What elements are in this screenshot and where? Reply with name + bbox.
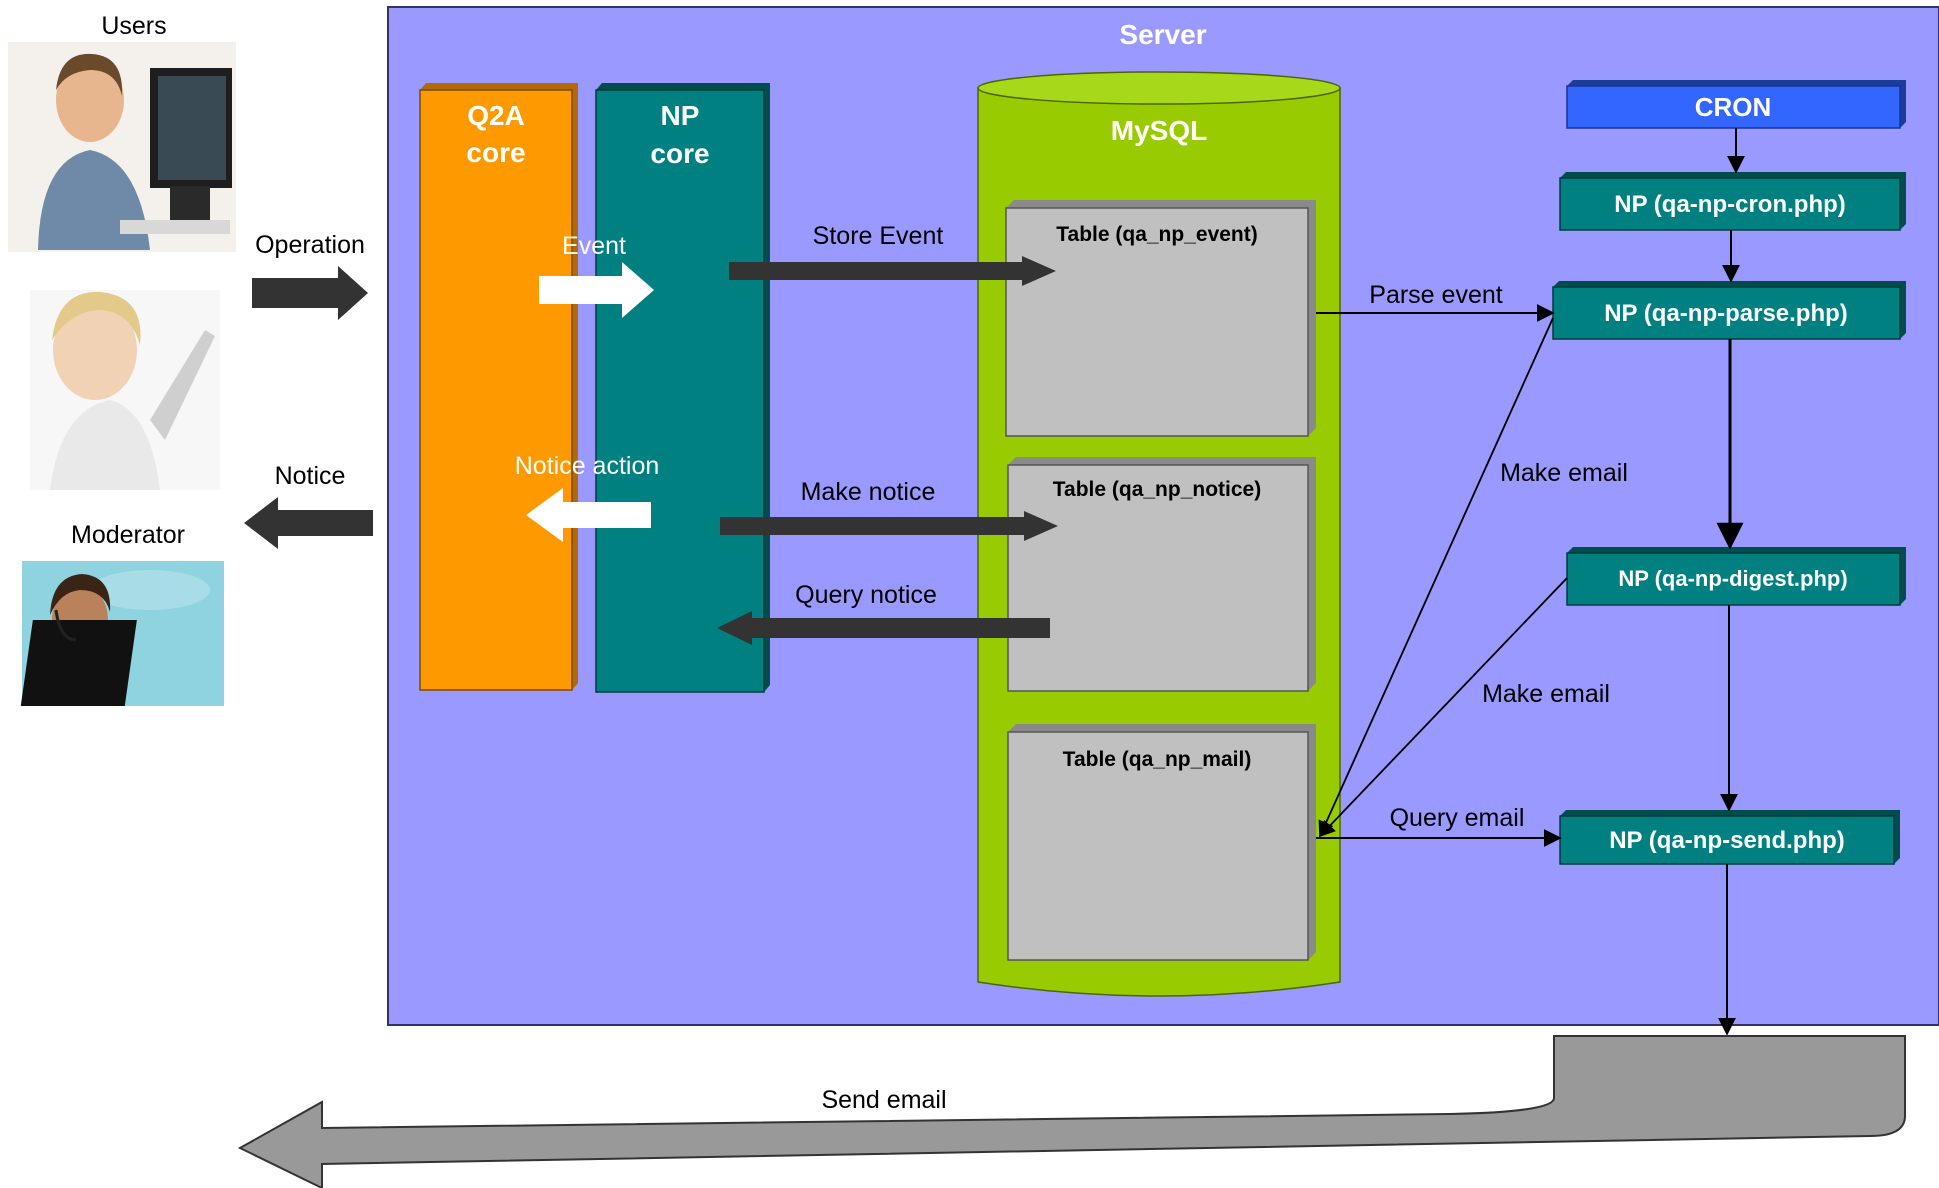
table-event-label: Table (qa_np_event) [1056, 223, 1258, 246]
np-core-title: NP [661, 100, 700, 131]
cron-block: CRON [1566, 80, 1906, 129]
server-label: Server [1119, 19, 1206, 50]
q2a-core-title: Q2A [467, 100, 525, 131]
notice-action-arrow [526, 488, 651, 542]
make-notice-arrow [720, 511, 1058, 541]
np-digest-label: NP (qa-np-digest.php) [1618, 566, 1847, 591]
make-email-label-1: Make email [1500, 459, 1628, 487]
np-core-block: NP core [595, 83, 770, 693]
operation-arrow [252, 266, 368, 320]
make-email-label-2: Make email [1482, 680, 1610, 708]
store-event-arrow [729, 256, 1056, 286]
send-email-arrow [237, 1035, 1906, 1188]
table-notice-label: Table (qa_np_notice) [1053, 478, 1261, 501]
np-parse-label: NP (qa-np-parse.php) [1604, 300, 1848, 327]
store-event-label: Store Event [813, 222, 944, 250]
np-cron-block: NP (qa-np-cron.php) [1559, 172, 1906, 231]
notice-action-label: Notice action [515, 452, 660, 480]
np-parse-block: NP (qa-np-parse.php) [1552, 281, 1906, 340]
moderator-photo [20, 561, 224, 706]
np-send-label: NP (qa-np-send.php) [1609, 827, 1845, 854]
np-digest-block: NP (qa-np-digest.php) [1566, 547, 1906, 606]
query-email-label: Query email [1390, 804, 1525, 832]
query-notice-arrow [717, 611, 1050, 645]
q2a-core-block: Q2A core [419, 83, 578, 691]
event-arrow [539, 262, 654, 318]
event-label: Event [562, 232, 626, 260]
np-core-subtitle: core [650, 138, 709, 169]
send-email-label: Send email [821, 1086, 946, 1114]
users-label: Users [101, 12, 166, 40]
user-photo-2 [30, 290, 220, 490]
table-mail: Table (qa_np_mail) [1007, 724, 1316, 961]
make-notice-label: Make notice [801, 478, 936, 506]
np-send-block: NP (qa-np-send.php) [1559, 810, 1900, 865]
operation-label: Operation [255, 231, 365, 259]
table-mail-label: Table (qa_np_mail) [1063, 748, 1252, 771]
make-email-arrow-2 [1318, 577, 1568, 838]
np-cron-label: NP (qa-np-cron.php) [1614, 191, 1846, 218]
table-notice: Table (qa_np_notice) [1007, 457, 1316, 692]
moderator-label: Moderator [71, 521, 185, 549]
query-notice-label: Query notice [795, 581, 937, 609]
table-event: Table (qa_np_event) [1005, 200, 1316, 437]
cron-label: CRON [1695, 92, 1772, 122]
parse-event-label: Parse event [1369, 281, 1502, 309]
notice-label: Notice [275, 462, 346, 490]
notice-arrow [244, 497, 373, 549]
user-photo-1 [8, 42, 236, 252]
mysql-label: MySQL [1111, 115, 1207, 146]
q2a-core-subtitle: core [466, 137, 525, 168]
make-email-arrow-1 [1318, 317, 1554, 838]
